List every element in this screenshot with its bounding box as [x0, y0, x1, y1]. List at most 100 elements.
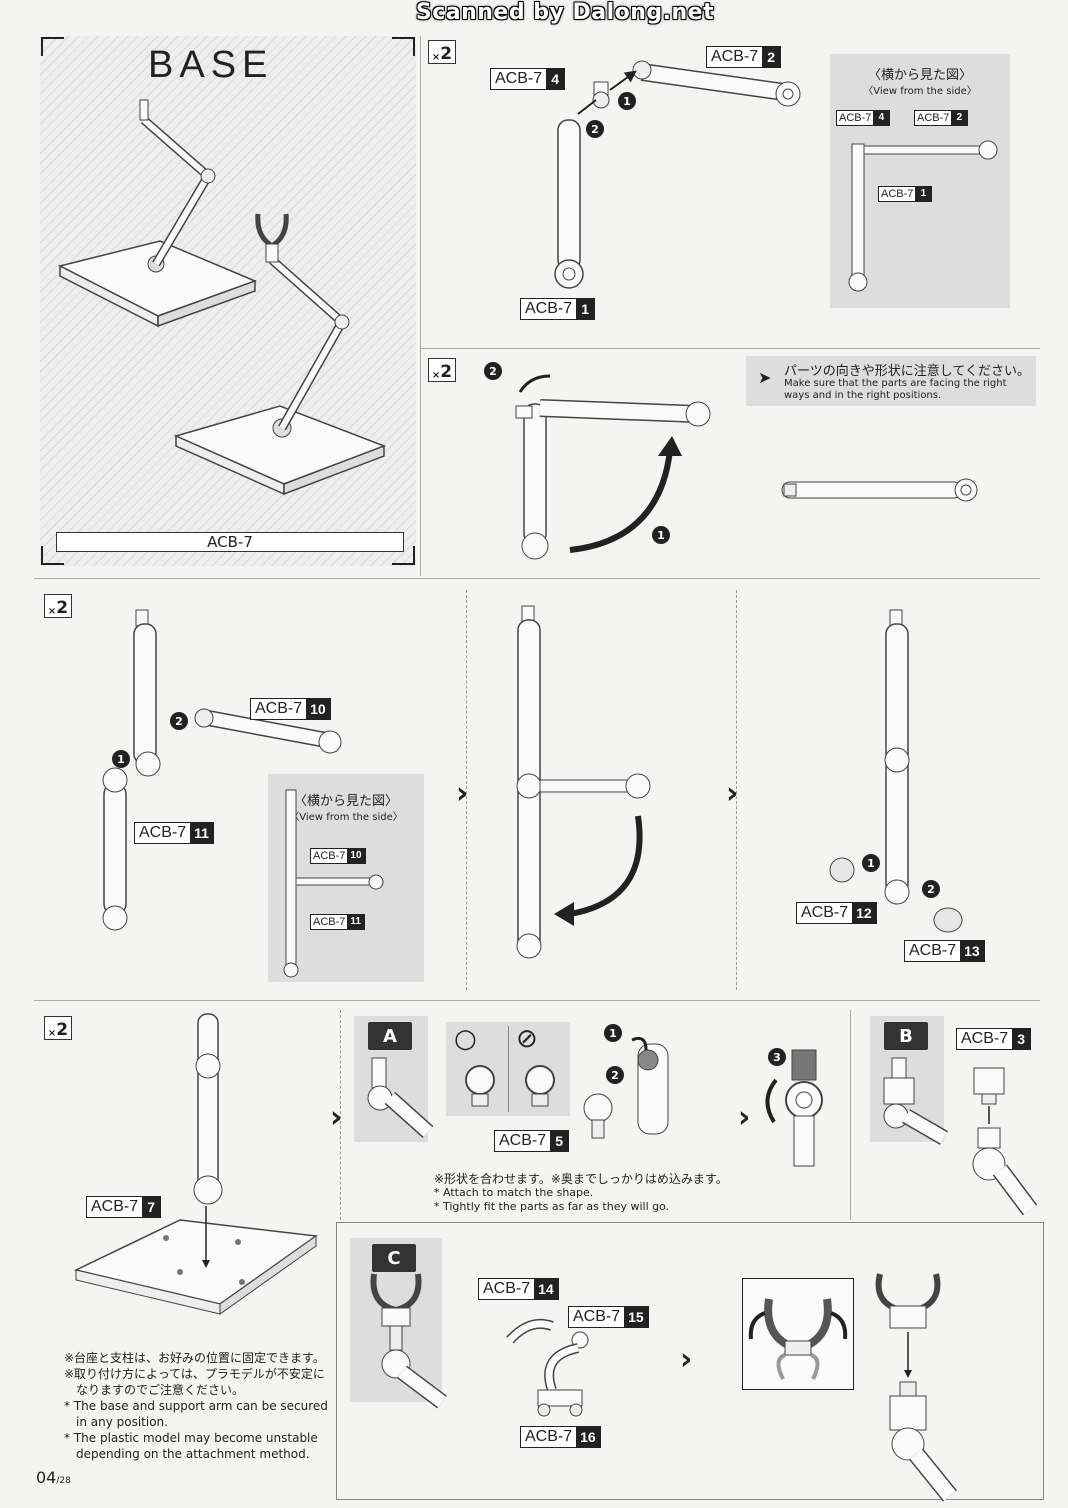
part-number: 12: [852, 903, 876, 923]
joint-rotate-illustration: [765, 1049, 823, 1167]
ok-icon: ○: [454, 1024, 477, 1054]
letter-badge: C: [372, 1244, 416, 1272]
part-number: 1: [576, 299, 595, 319]
part-number: 4: [873, 111, 890, 125]
step-number: 1: [604, 1024, 622, 1042]
step-number: 3: [768, 1048, 786, 1066]
watermark: Scanned by Dalong.net: [415, 0, 715, 25]
fit-note-en-2: * Tightly fit the parts as far as they w…: [434, 1200, 670, 1213]
base-note-en-1: * The base and support arm can be secure…: [64, 1399, 328, 1413]
ng-icon: ⊘: [516, 1024, 538, 1054]
joint-c-assembly-illustration: [875, 1273, 957, 1502]
next-step-arrow-icon: ›: [330, 1100, 343, 1135]
joint-a-illustration: [367, 1057, 434, 1138]
multiplier-value: 2: [440, 44, 453, 64]
step-number: 2: [586, 120, 604, 138]
base-note-en-3: * The plastic model may become unstable: [64, 1431, 318, 1445]
part-code: ACB-7: [91, 1198, 139, 1215]
next-step-arrow-icon: ›: [456, 776, 469, 811]
multiplier-prefix: ×: [431, 370, 441, 381]
side-view-subtitle: 〈View from the side〉: [863, 86, 977, 97]
base-note: ※台座と支柱は、お好みの位置に固定できます。 ※取り付け方によっては、プラモデル…: [64, 1350, 334, 1462]
divider: [736, 590, 737, 990]
divider: [850, 1010, 851, 1220]
step2-fold-illustration: [515, 374, 711, 560]
quantity-badge: ×2: [428, 40, 456, 64]
part-number: 2: [951, 111, 968, 125]
fit-note-en-1: * Attach to match the shape.: [434, 1186, 594, 1199]
caution-example-arm: [781, 478, 978, 502]
multiplier-value: 2: [56, 598, 69, 618]
page-number-current: 04: [36, 1468, 57, 1487]
quantity-badge: ×2: [44, 594, 72, 618]
zoom-bubble: [742, 1278, 854, 1390]
quantity-badge: ×2: [44, 1016, 72, 1040]
part-code: ACB-7: [961, 1030, 1009, 1047]
part-code: ACB-7: [483, 1280, 531, 1297]
page-number-total: /28: [56, 1476, 71, 1486]
side-view-illustration: [848, 140, 998, 292]
part-code: ACB-7: [801, 904, 849, 921]
letter-badge: B: [884, 1022, 928, 1050]
base-panel: BASE ACB-7: [40, 36, 416, 566]
step3-arm-illustration: [102, 609, 342, 931]
joint-b-illustration: [883, 1057, 949, 1145]
step4-base-illustration: [73, 1013, 319, 1315]
joint-c-parts-illustration: [506, 1318, 589, 1417]
caution-en-2: ways and in the right positions.: [784, 390, 942, 401]
base-note-en-4: depending on the attachment method.: [76, 1447, 310, 1461]
side-view-illustration: [283, 789, 384, 978]
ok-ng-panel: ○ ⊘: [446, 1022, 570, 1116]
step1-arm-illustration: [554, 60, 801, 289]
next-step-arrow-icon: ›: [738, 1100, 751, 1135]
part-number: 15: [624, 1307, 648, 1327]
fit-note: ※形状を合わせます。※奥までしっかりはめ込みます。 * Attach to ma…: [434, 1172, 764, 1214]
multiplier-prefix: ×: [47, 1028, 57, 1039]
divider: [420, 348, 1040, 349]
part-code: ACB-7: [495, 70, 543, 87]
ok-ng-illustration: [465, 1065, 555, 1107]
fit-note-jp: ※形状を合わせます。※奥までしっかりはめ込みます。: [434, 1172, 728, 1186]
multiplier-value: 2: [56, 1020, 69, 1040]
quantity-badge: ×2: [428, 358, 456, 382]
ok-ng-divider: [508, 1026, 509, 1112]
caution-en-1: Make sure that the parts are facing the …: [784, 378, 1007, 389]
panel-c-frame: [336, 1222, 1044, 1500]
joint-a-assembly-illustration: [583, 1036, 669, 1139]
next-step-arrow-icon: ›: [726, 776, 739, 811]
multiplier-prefix: ×: [431, 52, 441, 63]
part-code: ACB-7: [139, 824, 187, 841]
part-number: 1: [915, 187, 932, 201]
detail-panel-a: A: [354, 1016, 434, 1142]
step-number: 2: [484, 362, 502, 380]
part-code: ACB-7: [881, 188, 914, 200]
part-number: 14: [534, 1279, 558, 1299]
part-number: 11: [347, 915, 364, 929]
part-code: ACB-7: [313, 916, 346, 928]
step-number: 2: [170, 712, 188, 730]
part-number: 16: [576, 1427, 600, 1447]
step-number: 2: [606, 1066, 624, 1084]
side-view-title: 〈横から見た図〉: [867, 68, 972, 83]
divider: [420, 36, 421, 576]
part-code: ACB-7: [255, 700, 303, 717]
side-view-subtitle: 〈View from the side〉: [289, 812, 403, 823]
step3-caps-illustration: [829, 609, 963, 933]
base-title: BASE: [148, 44, 274, 86]
detail-panel-c: C: [350, 1238, 447, 1409]
part-number: 5: [550, 1131, 569, 1151]
divider: [34, 578, 1040, 579]
part-number: 4: [546, 69, 565, 89]
